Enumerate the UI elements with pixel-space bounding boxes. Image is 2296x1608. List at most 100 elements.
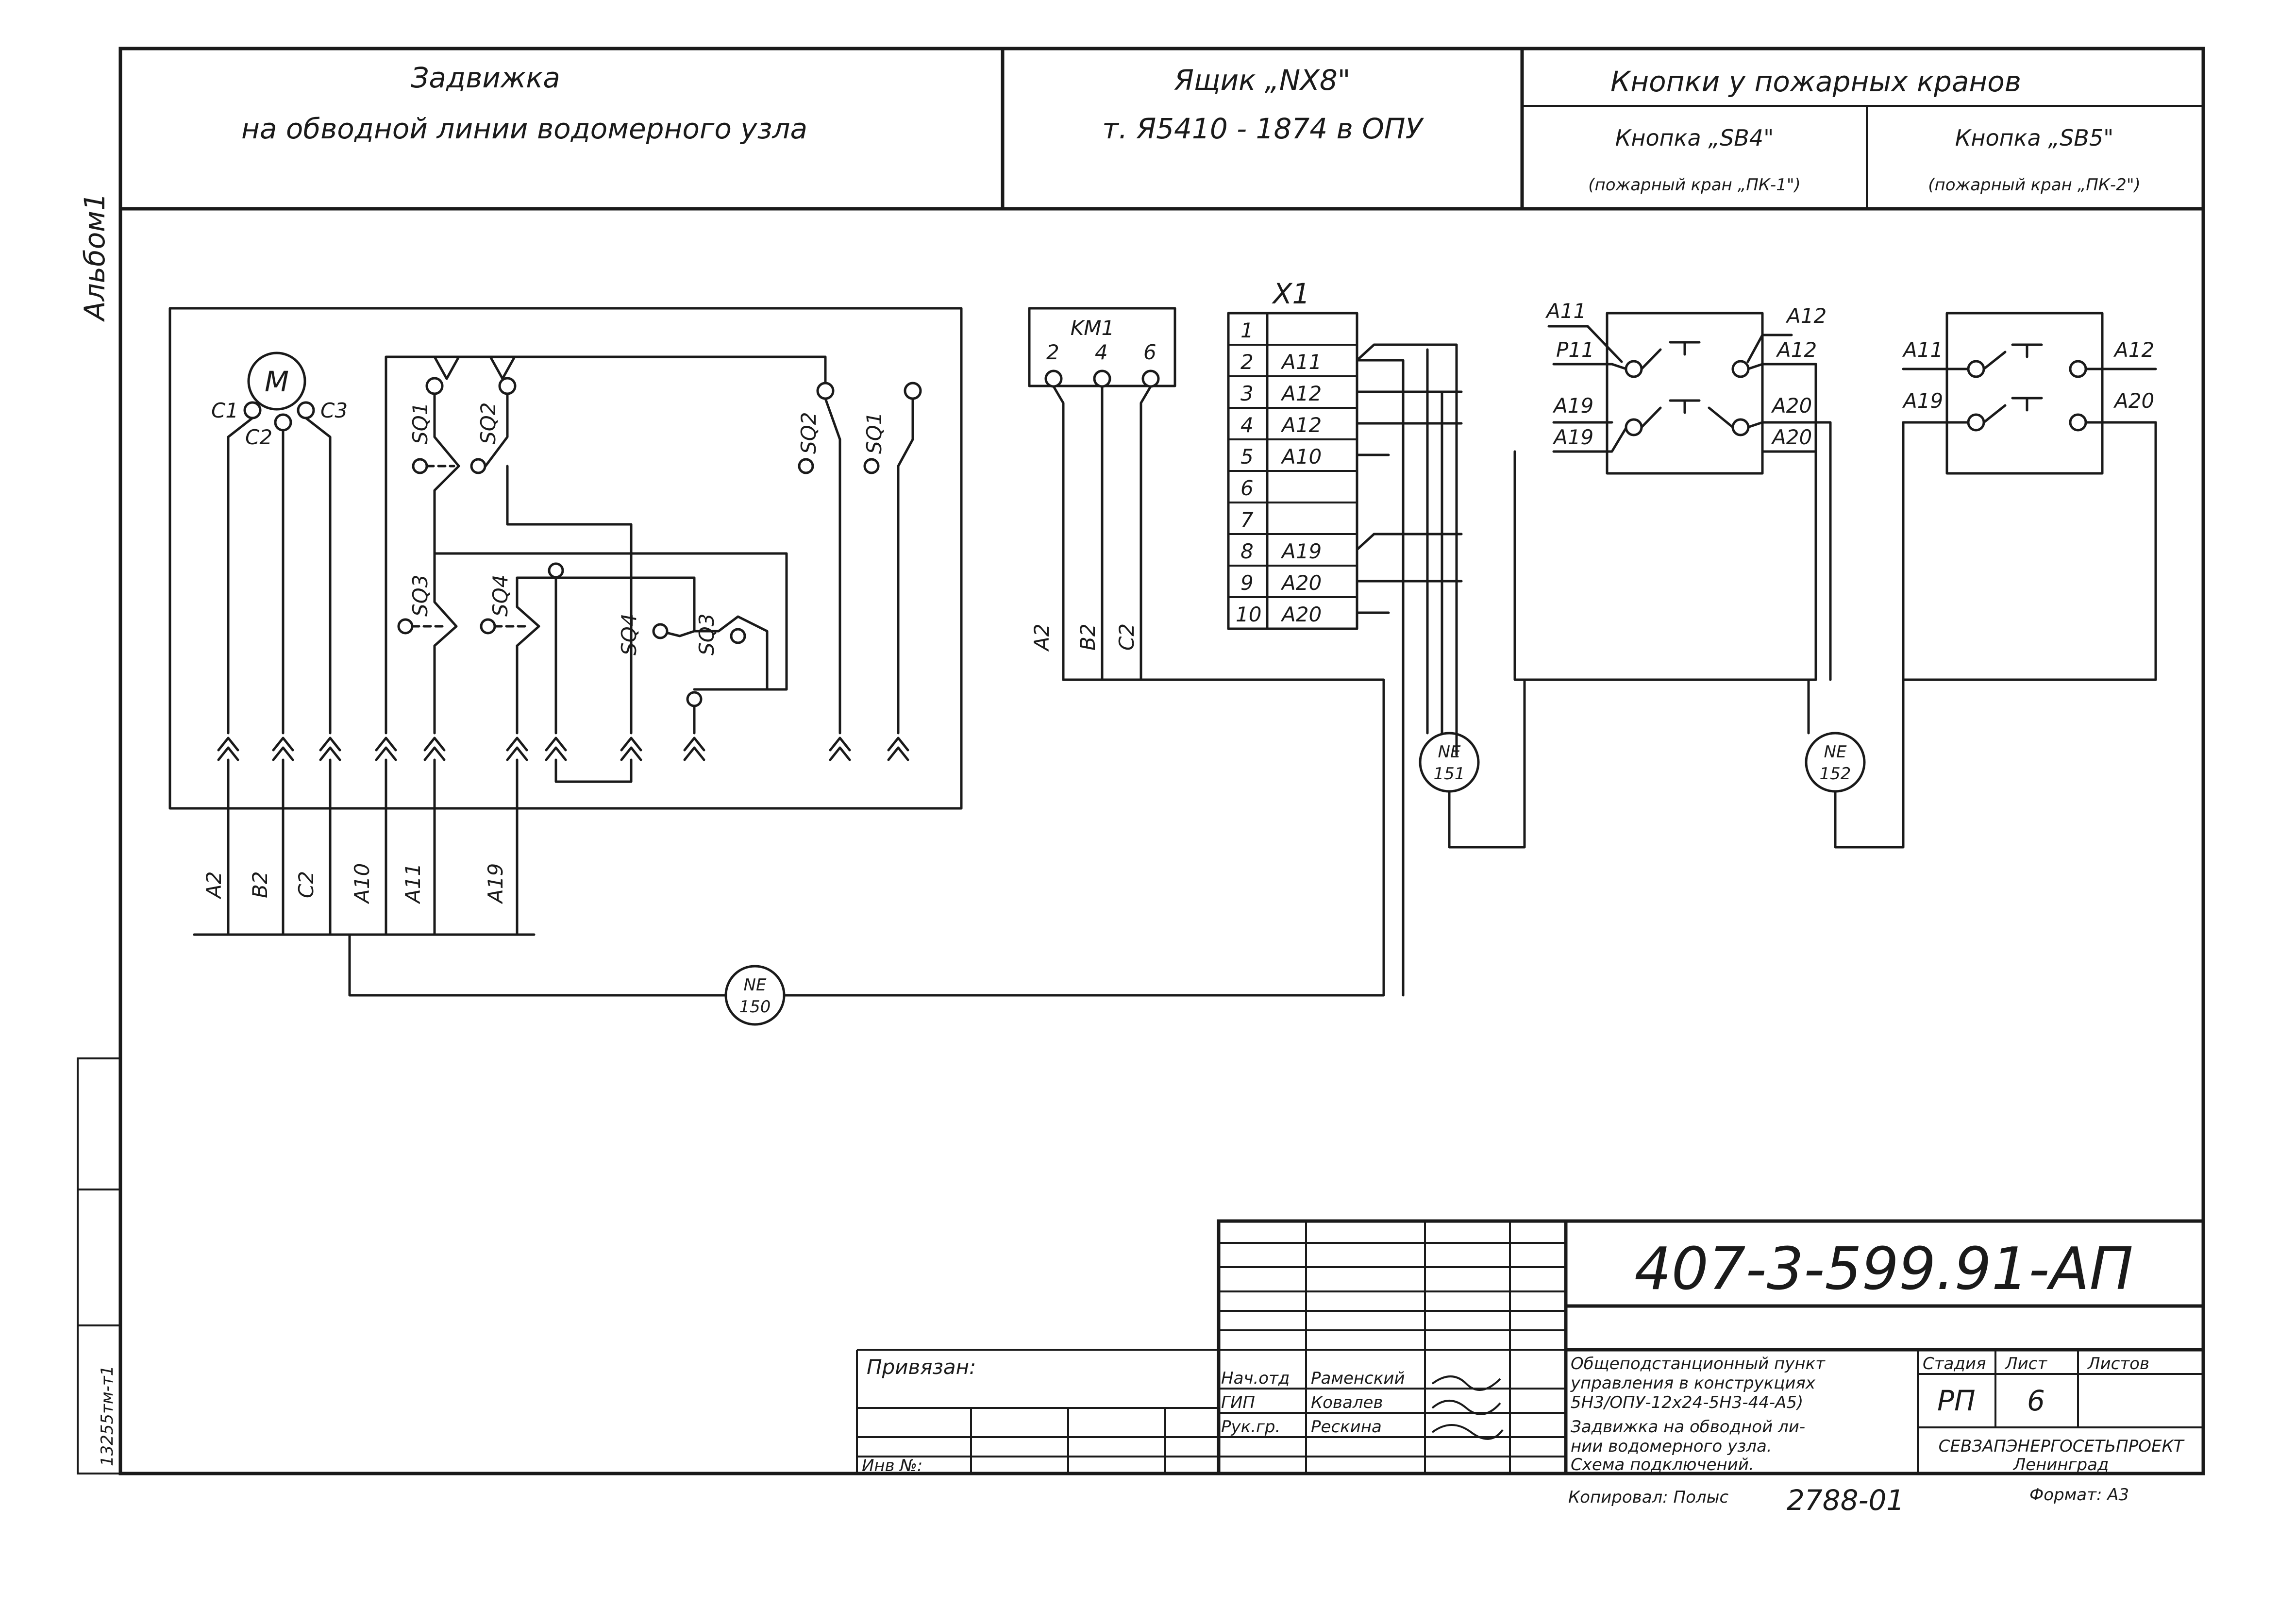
side-stamp-box <box>77 1057 121 1474</box>
x1-rows <box>1228 344 1357 598</box>
sq1-contact <box>433 392 460 468</box>
sq2-label: SQ2 <box>476 402 500 444</box>
x1-row-1-num: 1 <box>1240 318 1254 342</box>
sb4-contact-2-left <box>1625 418 1643 436</box>
sb4-right-3: A20 <box>1771 425 1812 449</box>
x1-wires-a12-a10 <box>1356 390 1463 456</box>
km1-wire-b2: B2 <box>1076 623 1100 651</box>
cable-ne151-label-2: 151 <box>1434 764 1465 784</box>
x1-row-2-num: 2 <box>1240 350 1254 374</box>
sb4-box <box>1606 312 1764 475</box>
sq1-actuator <box>412 458 428 474</box>
sb5-loop <box>1902 421 2157 681</box>
role-1: Нач.отд <box>1221 1369 1290 1388</box>
x1-row-3-num: 3 <box>1240 382 1254 405</box>
sb4-contact-2-right <box>1731 418 1750 436</box>
valve-wire-b2: B2 <box>248 871 272 898</box>
sb5-contact-2-right <box>2069 413 2087 432</box>
album-label: Альбом1 <box>78 193 111 322</box>
motor-label: M <box>265 365 289 398</box>
connector-10 <box>829 737 851 761</box>
sb5-contact-1 <box>1982 343 2043 370</box>
motor-terminal-c1 <box>243 401 262 419</box>
name-3: Рескина <box>1311 1417 1382 1437</box>
sb4-left-3: A19 <box>1552 425 1593 449</box>
privyazan-label: Привязан: <box>867 1355 976 1379</box>
button1-title-1: Кнопка „SB4" <box>1615 125 1774 151</box>
x1-row-4-num: 4 <box>1240 413 1254 437</box>
sb4-left-1: P11 <box>1556 338 1594 362</box>
x1-row-10-num: 10 <box>1236 603 1261 626</box>
stage-header: Стадия <box>1923 1354 1986 1374</box>
sb4-wire-p11 <box>1552 363 1628 370</box>
wire-sq4-right <box>554 576 696 633</box>
sb4-loop <box>1513 363 1817 681</box>
x1-row-9-num: 9 <box>1240 571 1254 595</box>
sb5-contact-1-left <box>1967 360 1985 378</box>
sq2-right-label: SQ2 <box>797 412 821 454</box>
wire-sq2-out <box>506 465 633 735</box>
sq3-right-actuator <box>730 628 746 644</box>
connector-9 <box>683 737 705 761</box>
name-2: Ковалев <box>1311 1393 1383 1412</box>
sb4-wires-a19 <box>1552 421 1628 453</box>
wire-sq1-out <box>433 465 460 555</box>
sq1-terminal-top <box>425 377 444 395</box>
cable-ne151-label-1: NE <box>1438 742 1461 762</box>
km1-wire-a2: A2 <box>1030 624 1054 652</box>
sheet-header: Лист <box>2004 1354 2047 1374</box>
desc-line-1: Общеподстанционный пункт <box>1571 1354 1826 1374</box>
sq4-contact <box>516 576 540 735</box>
x1-row-3-wire: A12 <box>1280 382 1322 405</box>
km1-term-6: 6 <box>1143 340 1156 364</box>
terminal-c1-label: C1 <box>211 399 238 422</box>
connector-8 <box>620 737 642 761</box>
sb4-contact-1 <box>1640 341 1701 370</box>
valve-title-2: на обводной линии водомерного узла <box>241 112 807 145</box>
cable-ne152-label-1: NE <box>1824 742 1847 762</box>
button2-title-1: Кнопка „SB5" <box>1955 125 2114 151</box>
x1-row-8-wire: A19 <box>1280 539 1322 563</box>
km1-term-4: 4 <box>1095 340 1108 364</box>
valve-wire-a2: A2 <box>202 871 226 900</box>
sb4-a20-down <box>1814 421 1832 681</box>
motor-terminal-c2 <box>274 413 292 432</box>
cable-ne150-left <box>348 933 727 997</box>
valve-wire-a11: A11 <box>401 863 425 904</box>
wire-a10-bus <box>385 355 827 735</box>
wire-c1 <box>227 417 254 735</box>
connector-1 <box>217 737 239 761</box>
sb5-wires-left <box>1902 368 1970 424</box>
button2-title-2: (пожарный кран „ПК-2") <box>1928 175 2140 195</box>
sq3-actuator <box>397 618 414 635</box>
connector-row <box>217 737 909 761</box>
inv-no-label: Инв №: <box>862 1456 922 1475</box>
motor-terminal-c3 <box>297 401 315 419</box>
sb5-contact-2-left <box>1967 413 1985 432</box>
sb4-top-wires <box>1547 325 1793 363</box>
org-name: СЕВЗАПЭНЕРГОСЕТЬПРОЕКТ <box>1939 1437 2185 1456</box>
sb4-right-2: A20 <box>1771 394 1812 418</box>
wire-sq4-common <box>516 576 557 735</box>
sq4-common-terminal <box>548 562 564 579</box>
document-code: 407-3-599.91-АП <box>1634 1236 2133 1303</box>
cable-ne152-label-2: 152 <box>1820 764 1851 784</box>
box-title-1: Ящик „NX8" <box>1174 64 1351 97</box>
cable-ne150-right <box>783 678 1385 997</box>
sb5-wires-right <box>2084 368 2157 424</box>
format-label: Формат: А3 <box>2029 1485 2129 1505</box>
buttons-title: Кнопки у пожарных кранов <box>1610 65 2021 98</box>
km1-terminal-2 <box>1044 369 1063 388</box>
connector-2 <box>272 737 294 761</box>
sq2-right-contact <box>824 397 841 735</box>
cable-ne150-label-1: NE <box>744 975 767 995</box>
sq1-right-terminal <box>904 382 922 400</box>
connector-6 <box>506 737 528 761</box>
org-city: Ленинград <box>2012 1455 2109 1474</box>
sb4-right-1: A12 <box>1776 338 1817 362</box>
sb5-right-1: A12 <box>2113 338 2154 362</box>
x1-row-7-num: 7 <box>1240 508 1254 532</box>
x1-wire-a11-out <box>1356 359 1405 997</box>
sb5-right-2: A20 <box>2113 389 2154 413</box>
